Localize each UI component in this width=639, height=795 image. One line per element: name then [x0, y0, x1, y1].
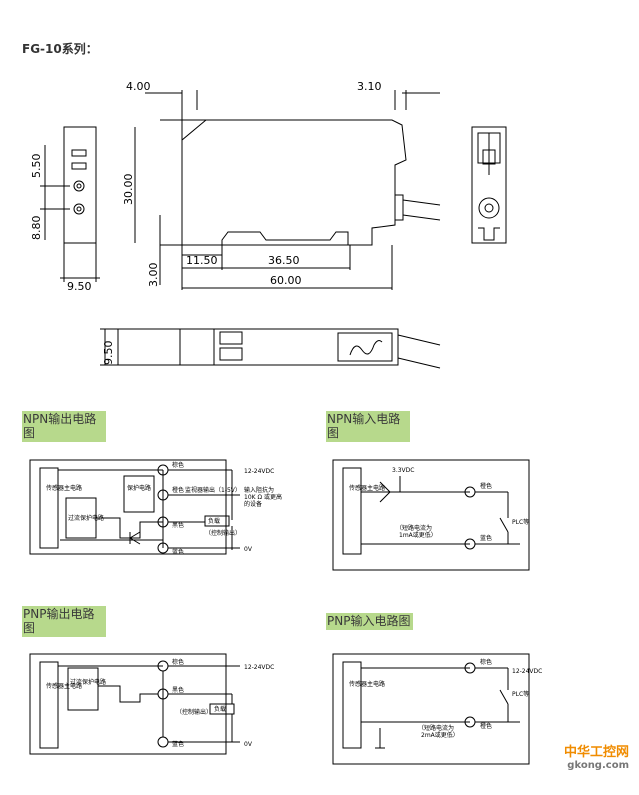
pnp-out-brown: 棕色 — [172, 658, 184, 666]
pnp-in-orange: 橙色 — [480, 722, 492, 730]
npn-out-orange: 橙色 — [172, 486, 184, 494]
npn-in-short2: 1mA或更低） — [399, 531, 437, 539]
pnp-out-black: 黑色 — [172, 686, 184, 694]
npn-out-load: 负载 — [208, 517, 220, 525]
npn-in-blue: 蓝色 — [480, 534, 492, 542]
dim-11-50: 11.50 — [186, 254, 218, 267]
circuit-diagrams: 传感器主电路 保护电路 过流保护电路 棕色 橙色 黑色 蓝色 12-24VDC … — [29, 459, 542, 765]
npn-out-brown: 棕色 — [172, 461, 184, 469]
npn-out-blue: 蓝色 — [172, 548, 184, 556]
watermark-url: gkong.com — [567, 760, 629, 771]
dim-30-00: 30.00 — [122, 174, 135, 206]
dim-3-00: 3.00 — [147, 263, 160, 288]
dim-60-00: 60.00 — [270, 274, 302, 287]
watermark-cn: 中华工控网 — [563, 745, 629, 760]
pnp-out-v0: 0V — [244, 741, 253, 748]
npn-in-v33: 3.3VDC — [392, 467, 414, 474]
npn-out-protect: 保护电路 — [127, 484, 151, 492]
dim-9-50-front: 9.50 — [67, 280, 92, 293]
dim-5-50: 5.50 — [30, 154, 43, 179]
pnp-out-load: 负载 — [214, 705, 226, 713]
pnp-in-main: 传感器主电路 — [349, 680, 385, 688]
npn-in-plc: PLC等 — [512, 518, 529, 526]
npn-out-v0: 0V — [244, 546, 253, 553]
pnp-out-overcurrent: 过流保护电路 — [70, 678, 106, 686]
pnp-out-ctrl: （控制输出） — [176, 708, 212, 716]
right-view-body — [471, 126, 507, 244]
npn-out-v12: 12-24VDC — [244, 468, 274, 475]
side-view-body — [181, 93, 407, 246]
pnp-in-short1: （短路电流为 — [418, 724, 454, 732]
dim-36-50: 36.50 — [268, 254, 300, 267]
bottom-view-body — [117, 328, 399, 366]
npn-out-note2: 10K Ω 或更高 — [244, 493, 282, 501]
pnp-in-short2: 2mA或更低） — [421, 731, 459, 739]
pnp-in-plc: PLC等 — [512, 690, 529, 698]
pnp-out-main: 传感器主电路 — [46, 682, 82, 690]
npn-in-short1: （短路电流为 — [396, 524, 432, 532]
pnp-in-brown: 棕色 — [480, 658, 492, 666]
npn-in-main: 传感器主电路 — [349, 484, 385, 492]
npn-out-note3: 的设备 — [244, 500, 262, 508]
pnp-in-v12: 12-24VDC — [512, 668, 542, 675]
npn-output-heading: NPN输出电路图 — [22, 411, 106, 442]
pnp-output-heading: PNP输出电路图 — [22, 606, 106, 637]
npn-in-orange: 橙色 — [480, 482, 492, 490]
npn-out-overcurrent: 过流保护电路 — [68, 514, 104, 522]
watermark: 中华工控网 gkong.com — [564, 741, 629, 771]
dim-9-50-bottom: 9.50 — [102, 341, 115, 366]
npn-out-monitor: 监视器输出（1-5V） — [185, 486, 241, 494]
npn-out-note1: 输入阻抗为 — [244, 486, 274, 494]
npn-out-ctrl: （控制输出） — [205, 529, 241, 537]
front-view-body — [63, 126, 97, 244]
pnp-input-heading: PNP输入电路图 — [326, 613, 414, 630]
dim-8-80: 8.80 — [30, 216, 43, 241]
npn-input-heading: NPN输入电路图 — [326, 411, 410, 442]
npn-out-main: 传感器主电路 — [46, 484, 82, 492]
pnp-out-blue: 蓝色 — [172, 740, 184, 748]
dim-3-10: 3.10 — [357, 80, 382, 93]
dimension-drawing: 4.00 3.10 5.50 8.80 30.00 3.00 11.50 36.… — [30, 80, 507, 369]
dim-4-00: 4.00 — [126, 80, 151, 93]
page-title: FG-10系列： — [22, 42, 98, 56]
npn-out-black: 黑色 — [172, 521, 184, 529]
pnp-out-v12: 12-24VDC — [244, 664, 274, 671]
